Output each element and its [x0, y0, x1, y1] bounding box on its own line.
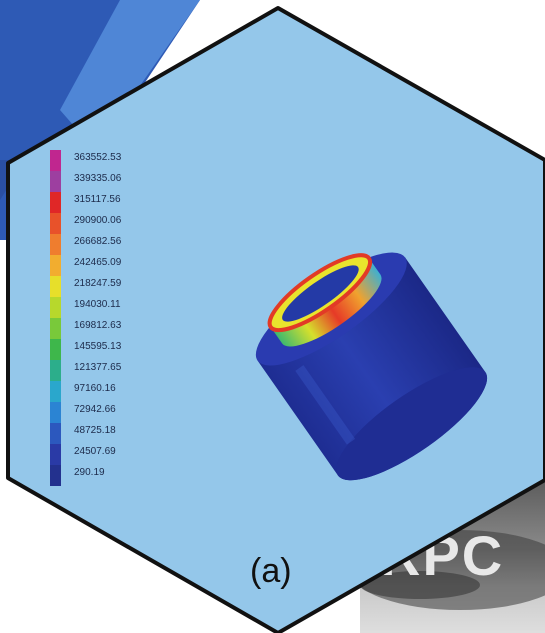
legend-swatch [50, 423, 61, 444]
legend-value: 48725.18 [74, 425, 116, 436]
legend-swatch [50, 360, 61, 381]
legend-swatch [50, 171, 61, 192]
legend-value: 194030.11 [74, 299, 121, 310]
legend-value: 218247.59 [74, 278, 122, 289]
cylinder-bottom-shade [336, 367, 488, 481]
legend-swatch [50, 255, 61, 276]
legend-swatch [50, 276, 61, 297]
legend-value: 24507.69 [74, 446, 116, 457]
legend-swatch [50, 297, 61, 318]
legend-swatch [50, 402, 61, 423]
legend-value: 315117.56 [74, 194, 121, 205]
legend-value: 169812.63 [74, 320, 122, 331]
legend-value: 339335.06 [74, 173, 122, 184]
legend-value: 145595.13 [74, 341, 122, 352]
legend-value: 266682.56 [74, 236, 122, 247]
legend-swatch [50, 339, 61, 360]
legend-value: 290900.06 [74, 215, 122, 226]
legend-value: 363552.53 [74, 152, 122, 163]
cylinder-model [255, 252, 488, 481]
stress-ring-inner [282, 265, 359, 322]
legend-swatch [50, 318, 61, 339]
legend-swatch [50, 465, 61, 486]
legend-swatch [50, 192, 61, 213]
legend-value: 121377.65 [74, 362, 122, 373]
panel-label: (a) [250, 552, 292, 590]
legend-swatch [50, 444, 61, 465]
legend-value: 72942.66 [74, 404, 116, 415]
legend-value: 290.19 [74, 467, 105, 478]
legend-swatch [50, 234, 61, 255]
legend-swatch [50, 150, 61, 171]
color-scale-legend: 363552.53 339335.06 315117.56 290900.06 2666… [50, 150, 122, 486]
legend-swatch [50, 381, 61, 402]
legend-value: 242465.09 [74, 257, 122, 268]
legend-swatch [50, 213, 61, 234]
legend-value: 97160.16 [74, 383, 116, 394]
